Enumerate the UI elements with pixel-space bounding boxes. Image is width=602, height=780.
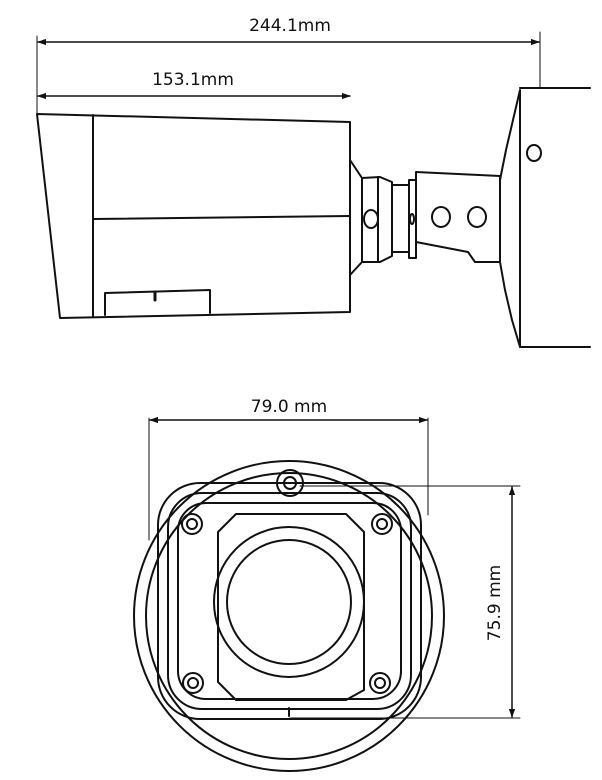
inner-housing-ring bbox=[145, 472, 433, 760]
corner-screw-bottom-left bbox=[182, 672, 204, 694]
overall-length-dimension: 244.1mm bbox=[36, 16, 541, 116]
front-height-dimension: 75.9 mm bbox=[289, 485, 521, 719]
bracket-arm bbox=[415, 171, 501, 263]
front-width-dimension: 79.0 mm bbox=[148, 397, 429, 541]
outer-housing bbox=[133, 460, 445, 772]
corner-screw-bottom-right bbox=[369, 672, 391, 694]
body-length-dimension: 153.1mm bbox=[37, 70, 351, 100]
lens-frame bbox=[217, 513, 365, 701]
bracket-joint bbox=[349, 159, 417, 276]
body-length-label: 153.1mm bbox=[152, 70, 234, 90]
corner-screw-top-left bbox=[181, 513, 203, 535]
overall-length-label: 244.1mm bbox=[249, 16, 331, 36]
camera-body bbox=[36, 113, 351, 319]
side-view: 244.1mm 153.1mm bbox=[36, 16, 591, 348]
front-height-label: 75.9 mm bbox=[485, 565, 505, 641]
wall-base bbox=[499, 87, 591, 348]
corner-screw-top-right bbox=[371, 513, 393, 535]
lens bbox=[213, 526, 365, 678]
front-view: 79.0 mm 75.9 mm bbox=[133, 397, 521, 772]
front-width-label: 79.0 mm bbox=[251, 397, 327, 417]
front-bezel bbox=[157, 482, 422, 720]
